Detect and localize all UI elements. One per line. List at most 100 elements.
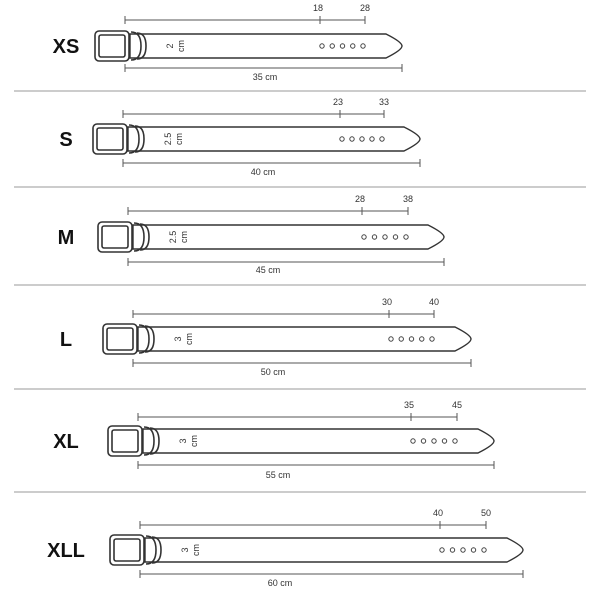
- belt-hole: [431, 438, 437, 444]
- length-label: 50 cm: [261, 367, 286, 377]
- width-value: 3: [178, 438, 188, 443]
- buckle-inner: [98, 34, 126, 58]
- buckle-frame: [92, 123, 128, 155]
- belt-keeper: [130, 31, 142, 61]
- belt-strap: [132, 224, 445, 250]
- belt-hole: [410, 438, 416, 444]
- belt-hole: [361, 234, 367, 240]
- length-label: 40 cm: [251, 167, 276, 177]
- belt-keeper: [145, 535, 157, 565]
- belt-keeper-edge: [136, 32, 147, 60]
- buckle-inner: [113, 538, 141, 562]
- hole-max-label: 40: [429, 297, 439, 307]
- belt-hole: [369, 136, 375, 142]
- width-value: 3: [180, 547, 190, 552]
- belt-hole: [329, 43, 335, 49]
- belt-hole: [392, 234, 399, 240]
- width-unit: cm: [174, 133, 184, 145]
- belt-hole: [481, 547, 487, 553]
- hole-min-label: 18: [313, 3, 323, 13]
- length-label: 55 cm: [266, 470, 291, 480]
- hole-min-label: 40: [433, 508, 443, 518]
- width-value: 2: [165, 43, 175, 48]
- buckle-frame: [109, 534, 145, 566]
- width-unit: cm: [176, 40, 186, 52]
- belt-keeper: [128, 124, 140, 154]
- size-label: XS: [53, 36, 80, 58]
- belt-keeper-edge: [134, 125, 145, 153]
- size-label: XLL: [47, 540, 85, 562]
- belt-keeper-edge: [144, 325, 155, 353]
- width-unit: cm: [189, 435, 199, 447]
- buckle-inner: [111, 429, 139, 453]
- belt-keeper: [133, 222, 145, 252]
- belt-keeper-edge: [151, 536, 162, 564]
- hole-max-label: 50: [481, 508, 491, 518]
- size-label: S: [59, 129, 72, 151]
- buckle-inner: [101, 225, 129, 249]
- width-value: 2.5: [163, 133, 173, 146]
- belt-hole: [419, 336, 425, 342]
- size-label: M: [58, 227, 75, 249]
- belt-hole: [408, 336, 415, 342]
- buckle-inner: [96, 127, 124, 151]
- belt-hole: [382, 234, 388, 240]
- belt-strap: [144, 537, 524, 563]
- belt-hole: [460, 547, 466, 553]
- size-label: XL: [53, 431, 79, 453]
- belt-strap: [142, 428, 495, 454]
- belt-keeper: [143, 426, 155, 456]
- hole-max-label: 33: [379, 97, 389, 107]
- hole-max-label: 38: [403, 194, 413, 204]
- belt-hole: [349, 136, 355, 142]
- belt-keeper-edge: [139, 223, 150, 251]
- belt-hole: [319, 43, 325, 49]
- hole-min-label: 28: [355, 194, 365, 204]
- belt-keeper: [138, 324, 150, 354]
- size-label: L: [60, 329, 72, 351]
- belt-hole: [420, 438, 427, 444]
- buckle-frame: [107, 425, 143, 457]
- hole-min-label: 23: [333, 97, 343, 107]
- belt-hole: [388, 336, 394, 342]
- width-value: 3: [173, 336, 183, 341]
- width-unit: cm: [184, 333, 194, 345]
- belt-hole: [359, 136, 365, 142]
- hole-min-label: 35: [404, 400, 414, 410]
- belt-hole: [449, 547, 456, 553]
- belt-hole: [379, 136, 385, 142]
- buckle-frame: [97, 221, 133, 253]
- belt-strap: [127, 126, 421, 152]
- belt-hole: [398, 336, 404, 342]
- belt-hole: [470, 547, 477, 553]
- belt-keeper-edge: [149, 427, 160, 455]
- width-unit: cm: [179, 231, 189, 243]
- length-label: 35 cm: [253, 72, 278, 82]
- hole-max-label: 28: [360, 3, 370, 13]
- belt-hole: [452, 438, 458, 444]
- buckle-frame: [94, 30, 130, 62]
- length-label: 45 cm: [256, 265, 281, 275]
- length-label: 60 cm: [268, 578, 293, 588]
- belt-hole: [371, 234, 378, 240]
- belt-hole: [339, 43, 346, 49]
- width-unit: cm: [191, 544, 201, 556]
- width-value: 2.5: [168, 231, 178, 244]
- belt-hole: [441, 438, 448, 444]
- belt-hole: [439, 547, 445, 553]
- belt-hole: [339, 136, 345, 142]
- belt-hole: [350, 43, 356, 49]
- belt-hole: [429, 336, 435, 342]
- hole-max-label: 45: [452, 400, 462, 410]
- hole-min-label: 30: [382, 297, 392, 307]
- belt-strap: [137, 326, 472, 352]
- buckle-inner: [106, 327, 134, 351]
- belt-hole: [360, 43, 366, 49]
- belt-strap: [129, 33, 403, 59]
